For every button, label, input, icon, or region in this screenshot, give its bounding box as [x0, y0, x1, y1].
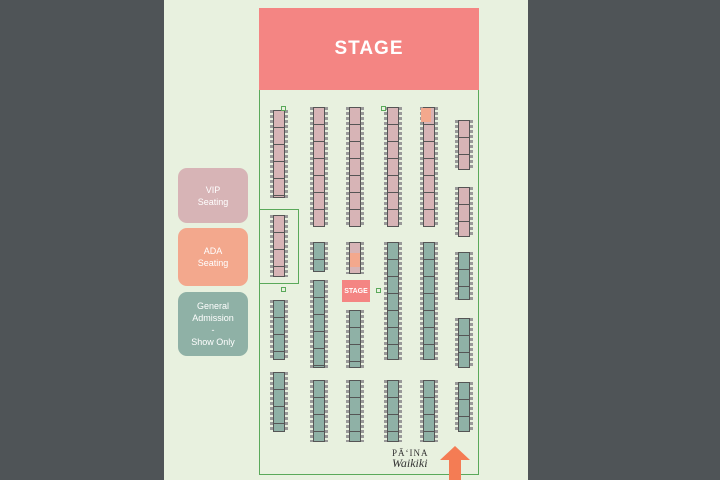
vip-table [455, 187, 473, 237]
legend-vip-label: VIP Seating [197, 184, 229, 207]
general-table [455, 252, 473, 300]
general-table [270, 300, 288, 360]
section-marker [376, 288, 381, 293]
arrow-up-icon [440, 446, 470, 480]
mini-stage-label: STAGE [344, 287, 368, 295]
ada-seat [350, 253, 360, 267]
general-table [384, 242, 402, 360]
legend-ada-label: ADA Seating [197, 246, 229, 268]
vip-table [384, 107, 402, 227]
general-table [420, 380, 438, 442]
ada-section-outline [259, 209, 299, 284]
vip-table [455, 120, 473, 170]
general-table [346, 310, 364, 368]
legend-vip: VIP Seating [178, 168, 248, 223]
logo-line-2: Waikiki [392, 456, 428, 470]
logo-line-1: PĀʻINA [392, 448, 429, 458]
mini-stage: STAGE [342, 280, 370, 302]
general-table [384, 380, 402, 442]
general-table [310, 242, 328, 272]
general-table [455, 382, 473, 432]
ada-table [270, 215, 288, 277]
section-marker [381, 106, 386, 111]
vip-table [310, 107, 328, 227]
main-stage: STAGE [259, 8, 479, 90]
general-table [270, 372, 288, 432]
section-marker [281, 287, 286, 292]
vip-table [270, 110, 288, 198]
ada-seat [421, 108, 431, 122]
vip-table [346, 107, 364, 227]
legend-general-admission: General Admission - Show Only [178, 292, 248, 356]
general-table [310, 280, 328, 368]
section-marker [281, 106, 286, 111]
legend-ada: ADA Seating [178, 228, 248, 286]
general-table [455, 318, 473, 368]
general-table [420, 242, 438, 360]
paina-waikiki-logo: PĀʻINA Waikiki [392, 448, 429, 471]
vip-table [420, 107, 438, 227]
legend-general-label: General Admission - Show Only [191, 301, 235, 347]
general-table [346, 380, 364, 442]
main-stage-label: STAGE [334, 38, 404, 59]
general-table [310, 380, 328, 442]
